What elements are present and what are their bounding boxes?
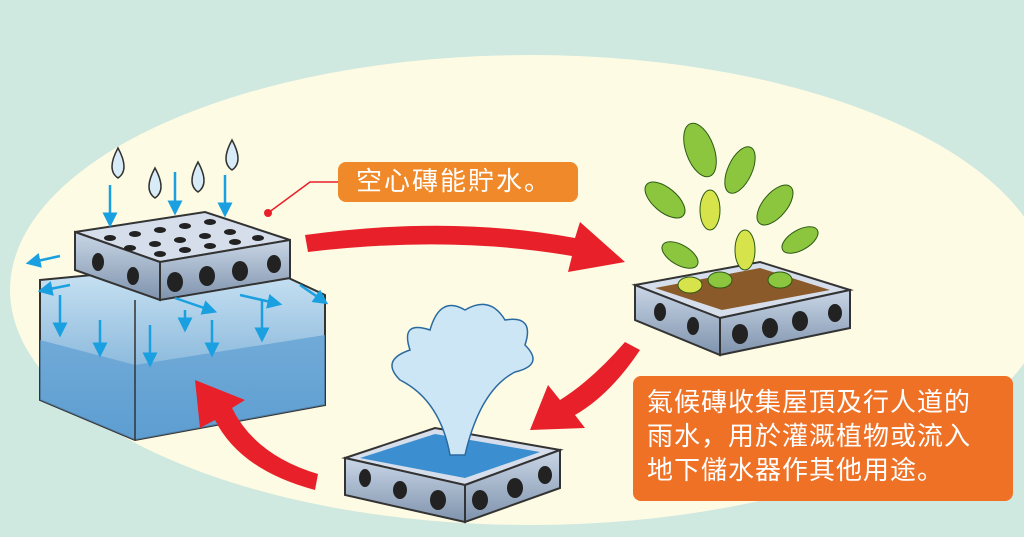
label-leader-line	[264, 181, 338, 217]
climate-brick-label-line: 雨水，用於灌溉植物或流入	[647, 422, 972, 452]
cycle-arrows	[195, 222, 640, 490]
raindrops	[111, 138, 239, 199]
hollow-brick-label: 空心磚能貯水。	[338, 162, 578, 202]
climate-brick-label-line: 地下儲水器作其他用途。	[647, 456, 945, 486]
plant	[644, 122, 819, 294]
water-fountain	[391, 303, 534, 456]
climate-brick-label: 氣候磚收集屋頂及行人道的 雨水，用於灌溉植物或流入 地下儲水器作其他用途。	[633, 376, 1013, 501]
climate-brick-label-line: 氣候磚收集屋頂及行人道的	[647, 388, 972, 418]
water-flow-arrows	[25, 172, 329, 368]
water-tank	[39, 258, 326, 442]
fountain-brick	[341, 426, 564, 524]
hollow-brick	[74, 210, 291, 302]
